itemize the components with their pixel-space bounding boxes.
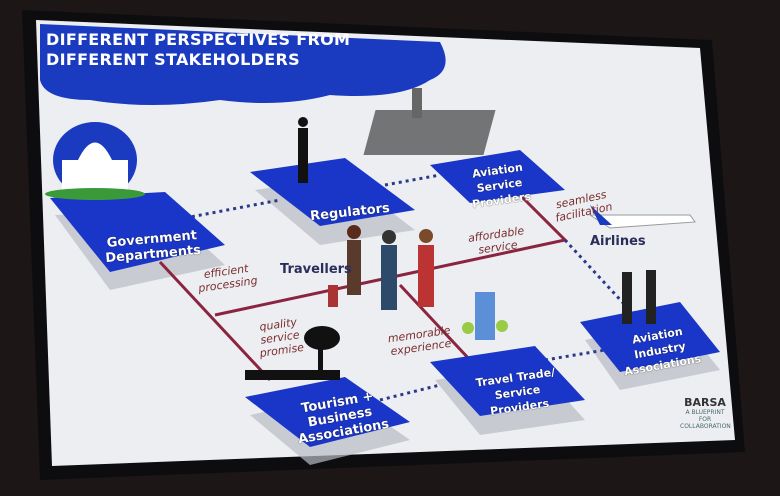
safari-icon	[245, 326, 340, 380]
airport-icon	[363, 88, 496, 155]
platform-asp	[430, 150, 565, 203]
regulator-figure-icon	[298, 117, 308, 183]
platform-travel-trade	[430, 346, 585, 416]
note-quality-service-promise: quality service promise	[258, 315, 305, 360]
title-line-1: DIFFERENT PERSPECTIVES FROM	[46, 30, 351, 49]
logo-name: BARSA	[684, 396, 726, 409]
slide-title: DIFFERENT PERSPECTIVES FROM DIFFERENT ST…	[46, 30, 350, 70]
barsa-logo: BARSA A BLUEPRINT FOR COLLABORATION	[680, 396, 731, 430]
label-airlines: Airlines	[590, 234, 646, 249]
travellers-icon	[328, 225, 434, 310]
platform-tourism	[245, 377, 410, 447]
airplane-icon	[588, 205, 696, 229]
platform-regulators	[250, 158, 415, 226]
dotted-links	[184, 173, 627, 402]
platform-aia	[580, 302, 720, 372]
label-travellers: Travellers	[280, 262, 352, 277]
platforms	[50, 150, 720, 447]
title-banner	[40, 24, 446, 105]
platform-government	[50, 192, 225, 272]
logo-tagline: A BLUEPRINT FOR COLLABORATION	[680, 409, 731, 430]
title-line-2: DIFFERENT STAKEHOLDERS	[46, 50, 300, 69]
handshake-icon	[622, 270, 656, 324]
capitol-icon	[45, 122, 145, 200]
hotel-icon	[462, 292, 508, 340]
